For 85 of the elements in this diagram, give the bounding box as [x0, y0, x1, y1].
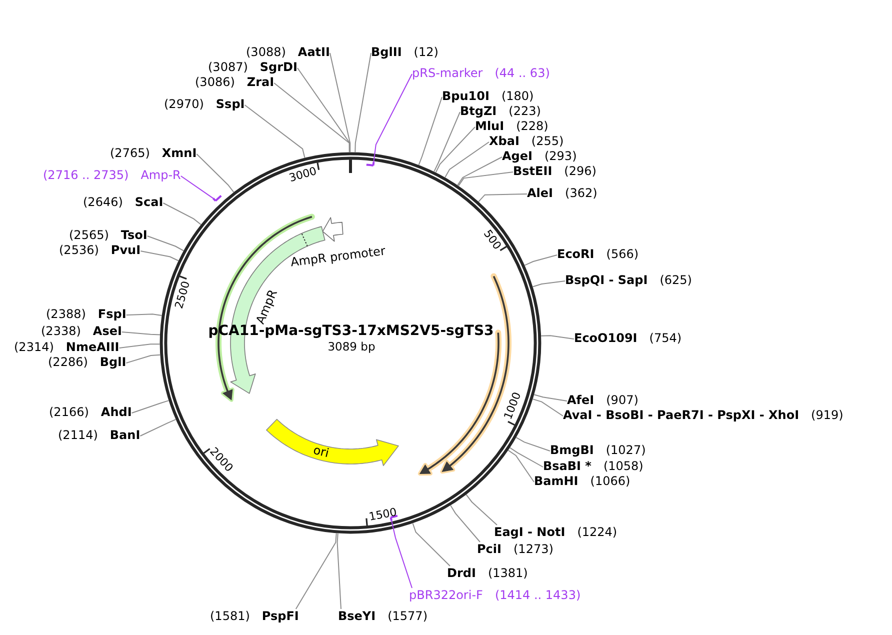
primer-label: pBR322ori-F (1414 .. 1433) [409, 588, 581, 602]
restriction-site-label: EcoRI (566) [557, 247, 639, 261]
restriction-site-label: (3086) ZraI [195, 75, 274, 89]
leader-line [434, 112, 460, 172]
restriction-site-label: (3087) SgrDI [208, 60, 298, 74]
primer-binding-mark [211, 194, 223, 203]
plasmid-length: 3089 bp [328, 340, 376, 353]
leader-line [196, 154, 234, 193]
leader-line [373, 74, 412, 162]
leader-line [336, 532, 342, 610]
leader-line [508, 450, 534, 482]
restriction-site-label: (3088) AatII [246, 45, 330, 59]
feature-label: ori [312, 444, 330, 460]
leader-line [450, 504, 480, 542]
leader-line [458, 172, 514, 186]
leader-line [412, 522, 450, 566]
restriction-site-label: (2388) FspI [46, 307, 126, 321]
restriction-site-label: BglII (12) [371, 45, 438, 59]
leader-line [466, 494, 498, 526]
leader-line [140, 250, 179, 262]
origin-feature-shape [265, 418, 400, 467]
leader-line [244, 104, 306, 158]
leader-line [418, 96, 442, 166]
restriction-site-label: (2765) XmnI [110, 146, 197, 160]
leader-line [354, 52, 372, 153]
leader-line [126, 354, 161, 364]
restriction-site-label: AleI (362) [527, 186, 598, 200]
leader-line [295, 532, 337, 610]
restriction-site-label: EagI - NotI (1224) [494, 525, 618, 539]
restriction-site-label: (2970) SspI [164, 97, 245, 111]
restriction-site-label: BstEII (296) [513, 164, 596, 178]
restriction-site-label: BtgZI (223) [460, 104, 541, 118]
restriction-site-label: MluI (228) [475, 119, 548, 133]
restriction-site-label: (2166) AhdI [49, 405, 132, 419]
leader-line [162, 202, 202, 226]
leader-line [296, 68, 350, 153]
restriction-site-label: (2114) BanI [58, 428, 140, 442]
restriction-site-label: (2338) AseI [41, 324, 122, 338]
restriction-site-label: DrdI (1381) [447, 566, 528, 580]
restriction-site-label: AvaI - BsoBI - PaeR7I - PspXI - XhoI (919) [563, 408, 844, 422]
restriction-site-label: Bpu10I (180) [442, 89, 534, 103]
leader-line [478, 194, 528, 202]
leader-line [131, 400, 170, 414]
restriction-site-label: BsaBI * (1058) [543, 459, 644, 473]
scale-label: 1000 [502, 390, 524, 422]
leader-line [532, 398, 564, 416]
feature-label: AmpR promoter [290, 244, 386, 270]
leader-line [435, 126, 476, 173]
primer-label: pRS-marker (44 .. 63) [412, 66, 550, 80]
restriction-site-label: AgeI (293) [502, 149, 577, 163]
restriction-site-label: BmgBI (1027) [550, 443, 646, 457]
restriction-site-label: (2565) TsoI [69, 228, 148, 242]
scale-label: 2500 [173, 280, 192, 310]
leader-line [457, 156, 502, 186]
primer-label: (2716 .. 2735) Amp-R [43, 168, 181, 182]
restriction-site-label: (2314) NmeAIII [14, 340, 120, 354]
restriction-site-label: AfeI (907) [567, 393, 638, 407]
leader-line [540, 335, 574, 340]
leader-line [118, 344, 160, 348]
restriction-site-label: (2536) PvuI [59, 243, 141, 257]
restriction-site-label: XbaI (255) [489, 134, 564, 148]
scale-label: 1500 [368, 506, 398, 523]
leader-line [524, 254, 558, 266]
leader-line [516, 436, 550, 452]
restriction-site-label: PciI (1273) [477, 542, 554, 556]
leader-line [126, 314, 162, 316]
leader-line [121, 332, 160, 336]
restriction-site-label: BamHI (1066) [534, 474, 630, 488]
restriction-site-label: (2646) ScaI [83, 195, 164, 209]
leader-line [444, 142, 490, 178]
leader-line [534, 394, 568, 402]
leader-line [140, 418, 176, 436]
restriction-site-label: BspQI - SapI (625) [565, 273, 692, 287]
leader-line [146, 236, 184, 252]
leader-line [391, 520, 412, 588]
restriction-site-label: BseYI (1577) [338, 609, 428, 623]
restriction-site-label: (2286) BglI [48, 355, 126, 369]
leader-line [532, 280, 566, 288]
primer-binding-mark [365, 160, 375, 167]
leader-line [180, 176, 214, 199]
leader-line [329, 52, 351, 153]
restriction-site-label: EcoO109I (754) [574, 331, 682, 345]
restriction-site-label: (1581) PspFI [210, 609, 299, 623]
scale-label: 3000 [288, 165, 318, 185]
leader-line [509, 447, 544, 468]
